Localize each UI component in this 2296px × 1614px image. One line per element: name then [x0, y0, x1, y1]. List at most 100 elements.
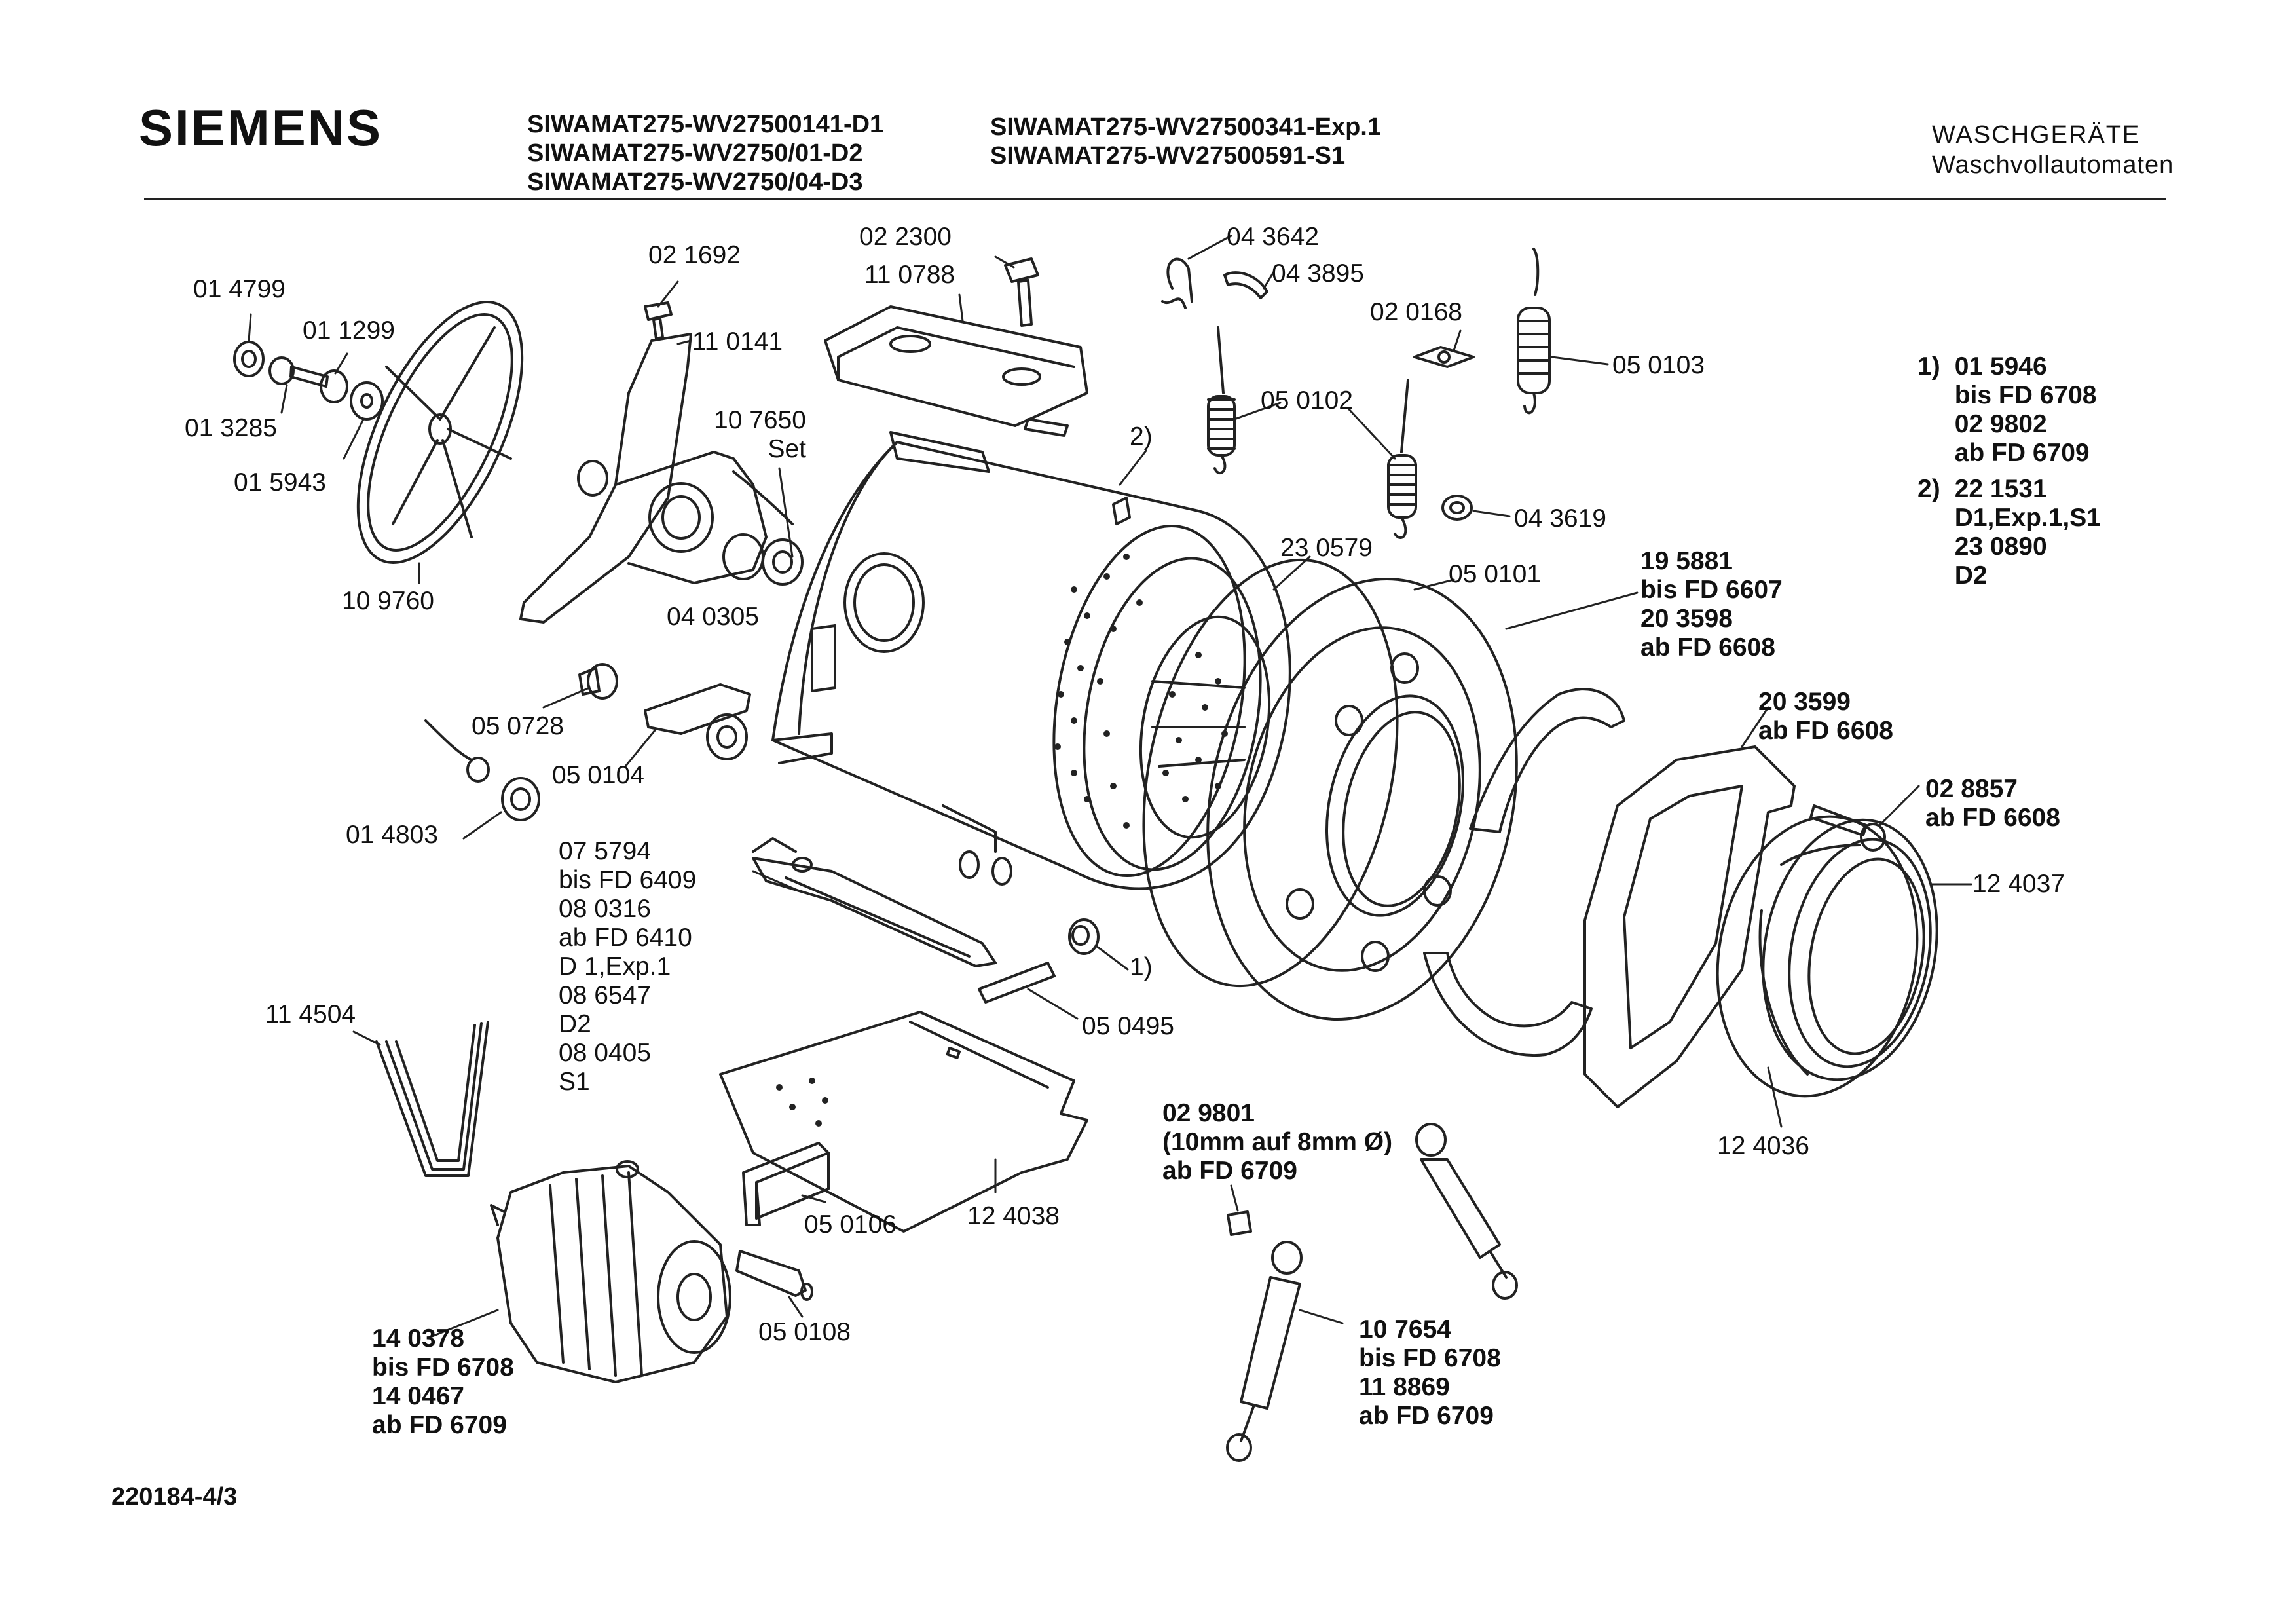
part-label: 05 0108	[758, 1318, 851, 1346]
part-label: 12 4036	[1717, 1132, 1809, 1160]
part-label: Set	[768, 435, 806, 463]
part-label: 12 4037	[1972, 870, 2065, 898]
header-divider	[144, 198, 2166, 200]
part-label: 12 4038	[967, 1202, 1060, 1230]
part-label: (10mm auf 8mm Ø)	[1162, 1128, 1393, 1156]
part-label: 05 0102	[1261, 386, 1353, 415]
footnote-marker: 1)	[1917, 352, 1940, 381]
part-label: 05 0104	[552, 761, 644, 789]
part-label: 04 3619	[1514, 504, 1606, 533]
category-subtitle: Waschvollautomaten	[1932, 151, 2174, 179]
part-label: 04 3895	[1272, 259, 1364, 288]
part-label-group: 14 0378 bis FD 6708 14 0467 ab FD 6709	[372, 1324, 514, 1440]
model-list-2: SIWAMAT275-WV27500341-Exp.1 SIWAMAT275-W…	[990, 113, 1381, 170]
part-label: 05 0495	[1082, 1012, 1174, 1040]
bolt-022300	[1004, 257, 1039, 327]
reducer-029801	[1227, 1210, 1252, 1236]
base-plate	[719, 1011, 1088, 1233]
part-label: 01 3285	[185, 414, 277, 442]
brand-logo: SIEMENS	[139, 99, 383, 157]
bearing-bracket	[519, 333, 804, 624]
part-label: 07 5794	[559, 837, 651, 865]
footnote-line: ab FD 6709	[1954, 439, 2090, 467]
part-label: 01 4803	[346, 821, 438, 849]
part-label: 20 3598	[1640, 605, 1733, 633]
part-label: 10 9760	[342, 587, 434, 615]
pulley-wheel	[356, 301, 524, 564]
part-label: 08 0316	[559, 895, 651, 923]
model-line: SIWAMAT275-WV27500341-Exp.1	[990, 113, 1381, 141]
part-label-set: 10 7650 Set	[714, 406, 806, 464]
part-label: 10 7654	[1359, 1315, 1451, 1343]
heating-element	[752, 837, 997, 967]
drum-perforations	[1054, 554, 1228, 829]
front-mounting-ring	[1583, 745, 1796, 1108]
part-label: 11 8869	[1359, 1373, 1450, 1401]
part-label: 01 5943	[234, 468, 326, 497]
part-label: 1)	[1130, 953, 1153, 981]
part-label-group: 02 8857 ab FD 6608	[1925, 775, 2060, 833]
part-label: 10 7650	[714, 406, 806, 434]
part-label: D 1,Exp.1	[559, 952, 671, 981]
part-label: bis FD 6708	[372, 1353, 514, 1381]
clip-043642	[1161, 257, 1193, 309]
part-label: ab FD 6410	[559, 924, 692, 952]
footnote-line: 02 9802	[1954, 410, 2047, 438]
clip-043895	[1223, 271, 1268, 299]
category-title: WASCHGERÄTE	[1932, 121, 2141, 149]
part-label: 19 5881	[1640, 547, 1733, 575]
ntc-sensor	[1068, 918, 1100, 955]
footnote-line: 01 5946	[1954, 352, 2047, 381]
part-label: 08 0405	[559, 1039, 651, 1067]
hinge-050104	[644, 683, 751, 760]
buffer-043619	[1441, 495, 1473, 521]
footnote-line: bis FD 6708	[1954, 381, 2097, 409]
part-label: 01 1299	[303, 316, 395, 345]
part-label: 04 3642	[1227, 223, 1319, 251]
spring-050102-left	[1207, 326, 1236, 474]
spring-050103	[1517, 248, 1551, 415]
part-label: 11 0141	[692, 328, 783, 356]
footnote-2: 2) 22 1531 D1,Exp.1,S1 23 0890 D2	[1917, 475, 2101, 590]
part-label: 05 0101	[1449, 560, 1541, 588]
model-line: SIWAMAT275-WV2750/01-D2	[527, 140, 863, 167]
gasket-ring	[1142, 558, 1399, 988]
pulley-nut-washers	[233, 341, 384, 421]
part-label: 05 0106	[804, 1210, 897, 1239]
part-label-group: 19 5881 bis FD 6607 20 3598 ab FD 6608	[1640, 547, 1783, 662]
part-label: 11 0788	[864, 261, 955, 289]
footnote-1: 1) 01 5946 bis FD 6708 02 9802 ab FD 670…	[1917, 352, 2096, 468]
part-label: 05 0103	[1612, 351, 1705, 379]
part-label: ab FD 6608	[1758, 717, 1893, 745]
counterweight-lower	[1423, 952, 1593, 1057]
spring-050102-right	[1387, 379, 1417, 539]
footnote-line: 23 0890	[1954, 533, 2047, 561]
part-label: 2)	[1130, 422, 1153, 451]
door-boot-clamp	[1716, 815, 1919, 1098]
part-label: 01 4799	[193, 275, 286, 303]
part-label: 23 0579	[1280, 534, 1373, 562]
document-number: 220184-4/3	[111, 1483, 238, 1511]
footnote-line: D1,Exp.1,S1	[1954, 504, 2101, 532]
counterweight-upper	[1469, 688, 1625, 833]
footnote-line: D2	[1954, 561, 1988, 590]
part-label-group: 07 5794 bis FD 6409 08 0316 ab FD 6410 D…	[559, 837, 696, 1097]
part-label: 02 8857	[1925, 775, 2018, 803]
part-label-group: 10 7654 bis FD 6708 11 8869 ab FD 6709	[1359, 1315, 1501, 1431]
nut-020168	[1413, 346, 1475, 368]
part-label: 08 6547	[559, 981, 651, 1009]
shock-absorber-left	[1226, 1241, 1303, 1462]
part-label: 20 3599	[1758, 688, 1851, 716]
screw-021692	[644, 301, 673, 340]
connector-050728	[578, 663, 618, 700]
part-label: 11 4504	[265, 1000, 356, 1028]
outer-tub	[771, 431, 1291, 890]
part-label: D2	[559, 1010, 591, 1038]
model-line: SIWAMAT275-WV2750/04-D3	[527, 168, 863, 196]
door-boot	[1758, 818, 1938, 1081]
bracket-050106	[742, 1142, 830, 1226]
part-label: 02 0168	[1370, 298, 1462, 326]
part-label: 02 9801	[1162, 1099, 1255, 1127]
shock-absorber-right	[1415, 1123, 1518, 1300]
